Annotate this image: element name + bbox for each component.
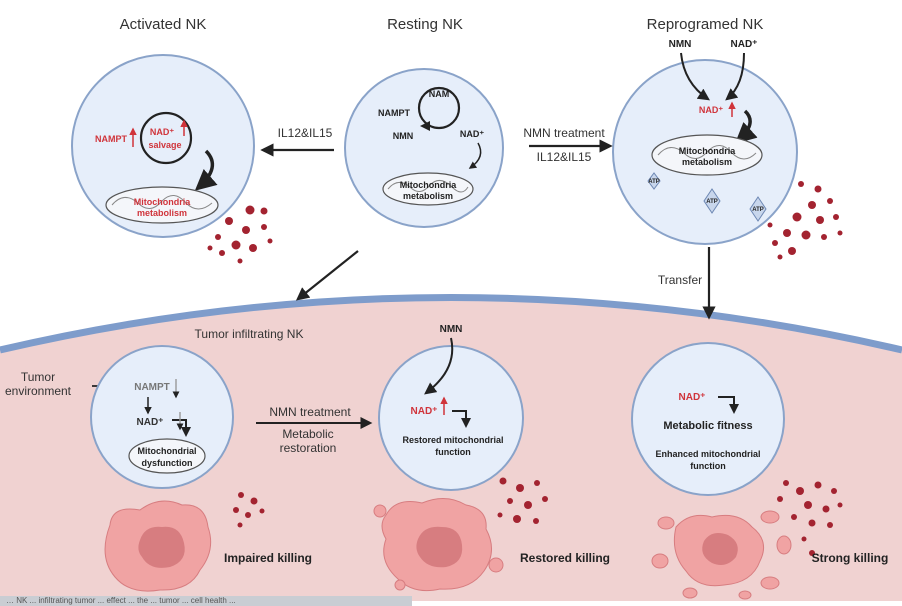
reprogramed-mitochondrion — [651, 134, 763, 176]
label-il12-right: IL12&IL15 — [537, 150, 592, 164]
restored-mito-line1: Restored mitochondrial — [402, 435, 503, 445]
caption-text: … NK ... infiltrating tumor ... effect .… — [6, 596, 236, 605]
label-metabolic-line2: restoration — [280, 441, 337, 455]
tumor-cell-damaged — [373, 498, 504, 592]
tumor-infiltrating-label: Tumor infiltrating NK — [195, 327, 304, 341]
title-resting-nk: Resting NK — [387, 16, 463, 33]
resting-mito-line1: Mitochondria — [400, 180, 457, 190]
reprogramed-nad-label: NAD⁺ — [699, 105, 723, 115]
label-nmn-treatment-bottom: NMN treatment — [269, 405, 351, 419]
activated-salvage-label: salvage — [148, 140, 181, 150]
restored-nad-label: NAD⁺ — [411, 406, 438, 417]
resting-nam-label: NAM — [429, 89, 450, 99]
restored-nk-cell: NMN NAD⁺ Restored mitochondrial function — [378, 324, 524, 491]
label-transfer: Transfer — [658, 273, 702, 287]
metabolic-fitness-label: Metabolic fitness — [663, 420, 752, 432]
activated-nampt-label: NAMPT — [95, 134, 127, 144]
label-il12-left: IL12&IL15 — [278, 126, 333, 140]
activated-mito-line1: Mitochondria — [134, 197, 191, 207]
reprogramed-mito-line2: metabolism — [682, 157, 732, 167]
enhanced-nad-arrow — [718, 396, 739, 414]
restored-mito-line2: function — [435, 447, 471, 457]
impaired-mitochondrion — [128, 438, 206, 474]
tumor-membrane — [0, 294, 902, 354]
atp-label-3: ATP — [752, 207, 764, 213]
activated-nad-label: NAD⁺ — [150, 127, 174, 137]
nad-entry-arrow — [725, 52, 745, 101]
title-activated-nk: Activated NK — [120, 16, 207, 33]
resting-mitochondrion — [382, 172, 474, 206]
resting-nampt-label: NAMPT — [378, 108, 410, 118]
tumor-cell-intact — [104, 500, 212, 592]
activated-mito-line2: metabolism — [137, 208, 187, 218]
restored-nad-arrow — [452, 410, 471, 428]
reprogramed-mito-line1: Mitochondria — [679, 146, 736, 156]
impaired-killing-label: Impaired killing — [224, 551, 312, 565]
activated-mito-arrow — [194, 149, 218, 191]
atp-label-1: ATP — [648, 179, 660, 185]
nad-salvage-cycle — [417, 86, 461, 130]
tumor-environment-line1: Tumor — [21, 370, 55, 384]
strong-killing-dots — [777, 480, 843, 556]
atp-molecule-1: ATP — [647, 172, 661, 190]
impaired-mito-line2: dysfunction — [142, 458, 193, 468]
enhanced-nk-cell: NAD⁺ Metabolic fitness Enhanced mitochon… — [631, 342, 785, 496]
reprogramed-nad-in-label: NAD⁺ — [731, 39, 758, 50]
enhanced-mito-line1: Enhanced mitochondrial — [655, 449, 760, 459]
restored-nmn-arrow — [424, 337, 454, 395]
impaired-mito-line1: Mitochondrial — [138, 446, 197, 456]
tumor-environment-line2: environment — [5, 384, 72, 398]
nmn-entry-arrow — [680, 52, 710, 101]
resting-nad-arrow — [468, 142, 482, 169]
impaired-nk-cell: NAMPT NAD⁺ Mitochondrial dysfunction — [90, 345, 234, 489]
atp-molecule-3: ATP — [749, 196, 767, 222]
arrow-resting-to-tumor — [295, 250, 359, 301]
caption-strip: … NK ... infiltrating tumor ... effect .… — [0, 596, 412, 606]
label-nmn-treatment-top: NMN treatment — [523, 126, 605, 140]
atp-molecule-2: ATP — [703, 188, 721, 214]
impaired-killing-dots — [233, 492, 265, 528]
strong-killing-label: Strong killing — [812, 551, 889, 565]
enhanced-mito-line2: function — [690, 461, 726, 471]
nad-salvage-cycle-activated — [139, 111, 193, 165]
impaired-nad-label: NAD⁺ — [137, 417, 164, 428]
label-metabolic-line1: Metabolic — [282, 427, 333, 441]
activated-cytokine-dots — [207, 205, 273, 264]
restored-nmn-label: NMN — [440, 324, 463, 335]
title-reprogramed-nk: Reprogramed NK — [647, 16, 764, 33]
activated-nk-cell: NAMPT NAD⁺ salvage Mitochondria metaboli… — [71, 54, 255, 238]
impaired-nad-arrow — [172, 419, 191, 437]
reprogramed-cytokine-dots — [767, 181, 843, 260]
resting-nk-cell: NAM NAMPT NMN NAD⁺ Mitochondria metaboli… — [344, 68, 504, 228]
resting-nad-label: NAD⁺ — [460, 129, 484, 139]
resting-nmn-label: NMN — [393, 131, 414, 141]
atp-label-2: ATP — [706, 199, 718, 205]
activated-mitochondrion — [105, 186, 219, 224]
resting-mito-line2: metabolism — [403, 191, 453, 201]
impaired-nampt-label: NAMPT — [134, 382, 170, 393]
restored-killing-dots — [497, 477, 548, 524]
enhanced-nad-label: NAD⁺ — [679, 392, 706, 403]
restored-killing-label: Restored killing — [520, 551, 610, 565]
reprogramed-nmn-label: NMN — [669, 39, 692, 50]
tumor-cell-fragmented — [651, 510, 792, 600]
reprogramed-mito-arrow — [734, 109, 758, 144]
reprogramed-nk-cell: NMN NAD⁺ NAD⁺ Mitochondria metabolism AT… — [612, 39, 798, 245]
